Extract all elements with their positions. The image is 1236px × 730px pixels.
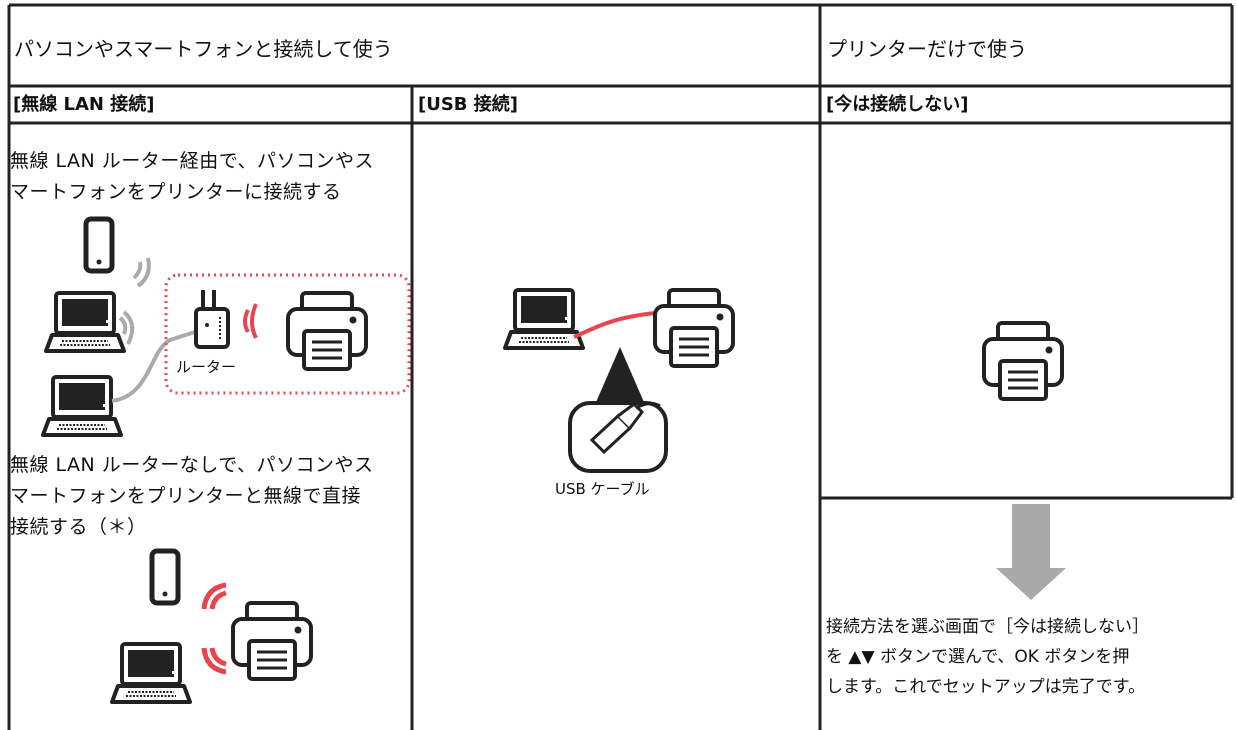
wireless-desc1-line1: 無線 LAN ルーター経由で、パソコンやス [10,150,375,172]
column-usb-title: [USB 接続] [418,94,519,115]
printer-icon [653,288,735,368]
none-instructions: 接続方法を選ぶ画面で［今は接続しない］ を ▲▼ ボタンで選んで、OK ボタンを… [826,612,1149,702]
callout-pointer [590,347,650,416]
wifi-signal-icon [243,303,258,339]
wireless-desc2-line1: 無線 LAN ルーターなしで、パソコンやス [10,454,374,476]
usb-cable-label: USB ケーブル [555,480,650,498]
wireless-desc2-line2: マートフォンをプリンターと無線で直接 [10,485,362,507]
smartphone-icon [86,219,112,271]
printer-icon [231,601,313,681]
usb-plug-icon [568,401,668,473]
router-icon [194,290,230,349]
wireless-desc2-line3: 接続する（＊） [10,516,147,538]
none-instr-line3: します。これでセットアップは完了です。 [826,677,1146,697]
none-instr-line2: を ▲▼ ボタンで選んで、OK ボタンを押 [826,647,1130,667]
header-right-title: プリンターだけで使う [827,37,1027,61]
laptop-icon [41,375,123,437]
router-label: ルーター [176,358,237,376]
usb-cable [573,311,656,339]
wifi-signal-icon [118,257,151,345]
laptop-icon [503,288,585,350]
none-instr-line1: 接続方法を選ぶ画面で［今は接続しない］ [826,617,1149,637]
laptop-icon [44,291,126,353]
wireless-desc1-line2: マートフォンをプリンターに接続する [10,181,342,203]
lan-cable [111,330,196,403]
smartphone-icon [152,551,178,603]
router-area [164,273,411,395]
down-arrow-icon [996,504,1066,600]
laptop-icon [110,642,192,704]
printer-icon [286,291,368,371]
wifi-signal-icon [201,582,227,675]
printer-icon [982,321,1064,401]
column-none-title: [今は接続しない] [826,94,969,115]
header-left-title: パソコンやスマートフォンと接続して使う [14,37,393,61]
column-wireless-title: [無線 LAN 接続] [13,94,155,115]
